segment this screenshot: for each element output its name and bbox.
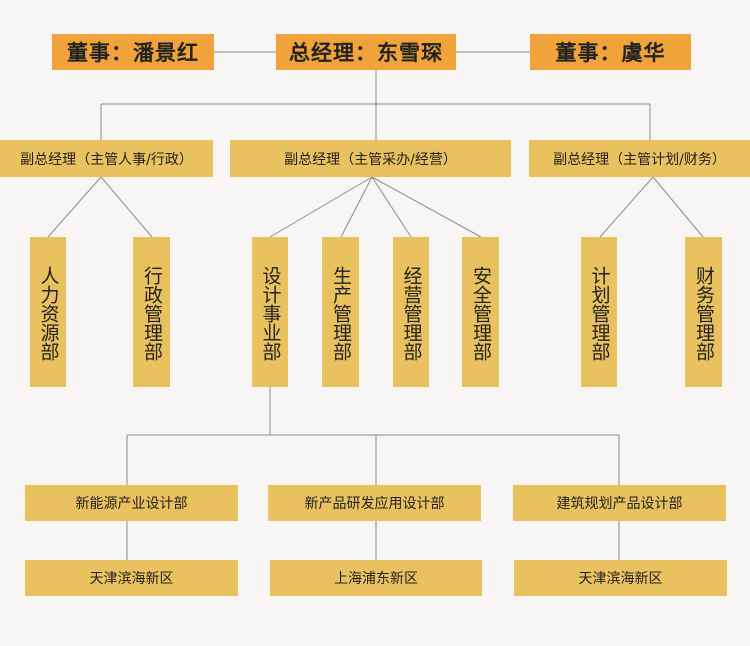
director-right-label: 董事：虞华 (555, 41, 666, 65)
general-manager-box: 总经理：东雪琛 (276, 34, 456, 70)
director-left-label: 董事：潘景红 (67, 41, 199, 65)
location-label: 天津滨海新区 (89, 571, 174, 587)
design-unit-new-product: 新产品研发应用设计部 (268, 485, 481, 521)
dept-box-production: 生产管理部 (322, 237, 359, 387)
location-box-tianjin-1: 天津滨海新区 (25, 560, 238, 596)
dept-label: 计划管理部 (588, 265, 611, 361)
vp-box-planning-finance: 副总经理（主管计划/财务） (529, 140, 750, 177)
design-unit-new-energy: 新能源产业设计部 (25, 485, 238, 521)
dept-label: 安全管理部 (470, 265, 492, 361)
dept-label: 经营管理部 (400, 265, 423, 361)
dept-label: 行政管理部 (141, 265, 163, 361)
director-box-left: 董事：潘景红 (52, 34, 214, 70)
location-label: 上海浦东新区 (334, 571, 418, 587)
vp-label: 副总经理（主管采办/经营） (284, 151, 457, 168)
dept-box-safety: 安全管理部 (462, 237, 499, 387)
design-unit-label: 建筑规划产品设计部 (556, 496, 683, 512)
dept-box-finance: 财务管理部 (685, 237, 722, 387)
dept-box-admin: 行政管理部 (133, 237, 170, 387)
location-box-tianjin-2: 天津滨海新区 (514, 560, 727, 596)
dept-box-operations: 经营管理部 (393, 237, 429, 387)
design-unit-architecture: 建筑规划产品设计部 (513, 485, 726, 521)
location-box-shanghai: 上海浦东新区 (270, 560, 482, 596)
dept-label: 设计事业部 (259, 265, 282, 361)
design-unit-label: 新能源产业设计部 (75, 496, 188, 512)
vp-box-hr-admin: 副总经理（主管人事/行政） (0, 140, 213, 177)
vp-box-procurement: 副总经理（主管采办/经营） (230, 140, 511, 177)
design-unit-label: 新产品研发应用设计部 (304, 496, 445, 512)
general-manager-label: 总经理：东雪琛 (289, 41, 443, 65)
dept-box-planning: 计划管理部 (581, 237, 617, 387)
director-box-right: 董事：虞华 (530, 34, 691, 70)
dept-label: 人力资源部 (37, 265, 60, 361)
dept-label: 生产管理部 (330, 265, 352, 361)
vp-label: 副总经理（主管计划/财务） (553, 151, 726, 168)
dept-box-hr: 人力资源部 (30, 237, 66, 387)
vp-label: 副总经理（主管人事/行政） (20, 151, 193, 168)
dept-box-design: 设计事业部 (252, 237, 288, 387)
dept-label: 财务管理部 (693, 265, 715, 361)
location-label: 天津滨海新区 (578, 571, 663, 587)
